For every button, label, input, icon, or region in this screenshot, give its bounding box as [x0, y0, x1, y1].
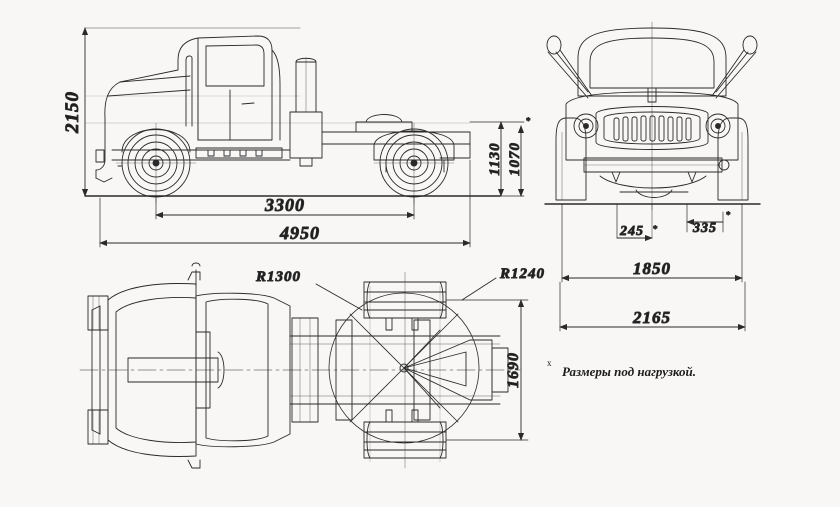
hood-outline: [104, 37, 199, 119]
dim-label-overall-length: 4950: [279, 223, 320, 243]
plan-kingpin: [399, 363, 409, 373]
marker-245-star: *: [653, 224, 658, 234]
dim-label-1070: 1070: [507, 142, 523, 176]
grille-outline: [595, 106, 709, 150]
front-view-dimensions: 245 * 335 * 1850 2165: [559, 203, 746, 332]
tank-bracket: [299, 157, 313, 167]
step-slot-3: [239, 149, 247, 157]
side-view-dimensions: 2150 3300 4950 1130 1070 *: [62, 27, 531, 248]
dim-label-245: 245: [619, 224, 644, 239]
plan-hub-right-2: [411, 409, 419, 423]
door-handle: [241, 102, 255, 105]
plan-rear-crossmember: [491, 347, 509, 393]
plan-fifth-wheel-throat: [403, 351, 467, 387]
headlight-side: [95, 149, 105, 163]
plan-hub-right-1: [385, 409, 393, 423]
plan-hub-left-2: [411, 317, 419, 331]
dim-label-1690: 1690: [505, 352, 522, 388]
front-hood-panel: [565, 91, 739, 161]
plan-swing-circle: [328, 292, 480, 444]
mirror-left: [546, 35, 593, 99]
front-panel-outline: [95, 117, 106, 179]
spring-hanger-right: [687, 171, 697, 183]
dim-label-1130: 1130: [487, 142, 503, 175]
bumper-end-right: [718, 159, 730, 171]
spring-hanger-left: [611, 171, 621, 183]
side-elevation-view: [84, 27, 501, 204]
grille-inner: [603, 111, 701, 145]
dim-label-1850: 1850: [633, 259, 671, 278]
rear-fender: [373, 130, 455, 161]
plan-cab-outline: [195, 292, 291, 448]
plan-swing-cross-2: [349, 313, 459, 423]
plan-front-wheel-right: [87, 409, 109, 445]
plan-transmission-block: [291, 317, 319, 423]
front-elevation-view: [544, 21, 761, 211]
plan-seat: [127, 357, 219, 383]
frame-rear-end: [439, 131, 471, 159]
marker-335-star: *: [726, 210, 731, 220]
step-slot-2: [223, 149, 231, 157]
dim-label-R1300: R1300: [255, 269, 301, 285]
plan-exhaust-cap: [191, 262, 201, 267]
dim-label-335: 335: [692, 221, 717, 236]
plan-front-body: [107, 283, 197, 457]
plan-hub-left-1: [385, 317, 393, 331]
windshield: [589, 37, 715, 89]
fifth-wheel-ramp: [365, 114, 403, 123]
plan-coupling-arm-2: [403, 367, 441, 409]
intake-pipe-cap: [185, 55, 193, 61]
plan-cab-roof: [205, 298, 269, 442]
plan-crossmember-2: [413, 319, 431, 421]
cab-rear-wall: [271, 49, 281, 141]
front-wheel-left: [555, 117, 587, 201]
step-slot-4: [255, 149, 263, 157]
mirror-right: [711, 35, 758, 99]
front-bumper: [95, 177, 113, 183]
front-bumper-front: [583, 157, 723, 173]
note-marker: x: [547, 358, 552, 368]
dim-label-R1240: R1240: [499, 266, 545, 282]
marker-1070-star: *: [526, 116, 531, 126]
plan-view: [79, 262, 521, 469]
plan-front-wheel-left: [87, 295, 109, 331]
cab-outline: [197, 35, 273, 141]
front-cab-body: [577, 27, 727, 97]
plan-windshield-band: [195, 331, 211, 409]
grille-slats: [613, 115, 692, 142]
note-text: Размеры под нагрузкой.: [562, 364, 696, 379]
running-board: [195, 147, 283, 159]
tank-body: [289, 111, 323, 159]
dim-label-overall-height: 2150: [62, 91, 83, 134]
front-wheel-right: [717, 117, 749, 201]
plan-view-callouts: R1300 R1240 1690: [255, 266, 545, 441]
note-block: x Размеры под нагрузкой.: [547, 358, 696, 379]
step-slot-1: [207, 149, 215, 157]
dim-label-wheelbase: 3300: [264, 195, 305, 215]
plan-mirror-right: [187, 459, 201, 469]
hood-side-crease: [107, 89, 191, 97]
front-axle-beam: [599, 175, 707, 189]
leader-R1240: [461, 277, 497, 301]
hood-top-line: [119, 75, 191, 83]
cab-window: [205, 44, 265, 87]
fifth-wheel-plate: [355, 121, 413, 133]
dim-label-2165: 2165: [632, 308, 671, 327]
leader-R1300: [315, 283, 363, 311]
plan-seat-back: [217, 351, 225, 389]
